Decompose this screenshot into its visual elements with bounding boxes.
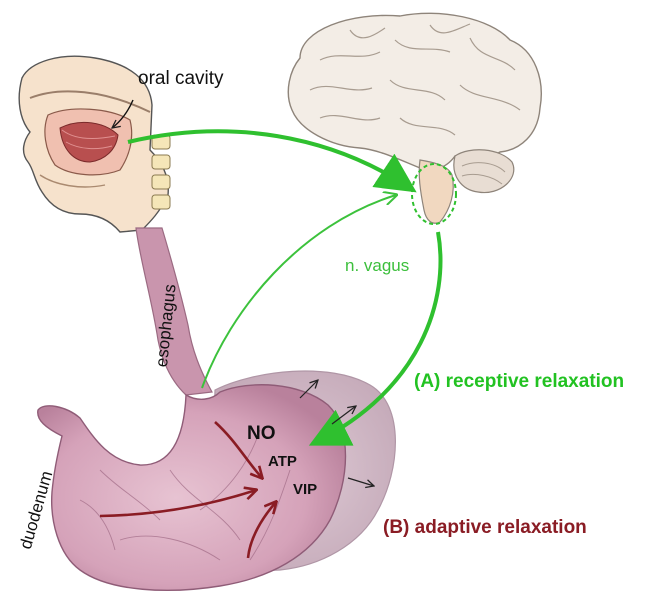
- red-arrow-3: [246, 502, 276, 559]
- label-atp: ATP: [268, 453, 297, 470]
- label-vagus: n. vagus: [345, 256, 410, 275]
- vagus-efferent-arrow: [308, 231, 443, 446]
- expansion-arrow-2: [331, 406, 356, 425]
- afferent-arrow-oral: [127, 129, 417, 193]
- red-arrow-1: [214, 421, 262, 478]
- label-oral-cavity: oral cavity: [138, 68, 224, 89]
- label-receptive-relaxation: (A) receptive relaxation: [414, 371, 625, 392]
- brain-icon: [287, 12, 542, 225]
- expansion-arrow-3: [347, 477, 374, 486]
- red-arrow-2: [99, 490, 256, 518]
- oral-cavity-pointer: [112, 99, 134, 128]
- afferent-arrow-stomach: [201, 195, 396, 389]
- stomach-icon: [37, 384, 347, 591]
- head-sagittal-icon: [18, 55, 171, 233]
- expansion-arrow-1: [299, 380, 318, 399]
- label-adaptive-relaxation: (B) adaptive relaxation: [383, 517, 587, 538]
- label-no: NO: [247, 423, 276, 444]
- label-vip: VIP: [293, 481, 318, 498]
- esophagus-icon: [135, 227, 213, 396]
